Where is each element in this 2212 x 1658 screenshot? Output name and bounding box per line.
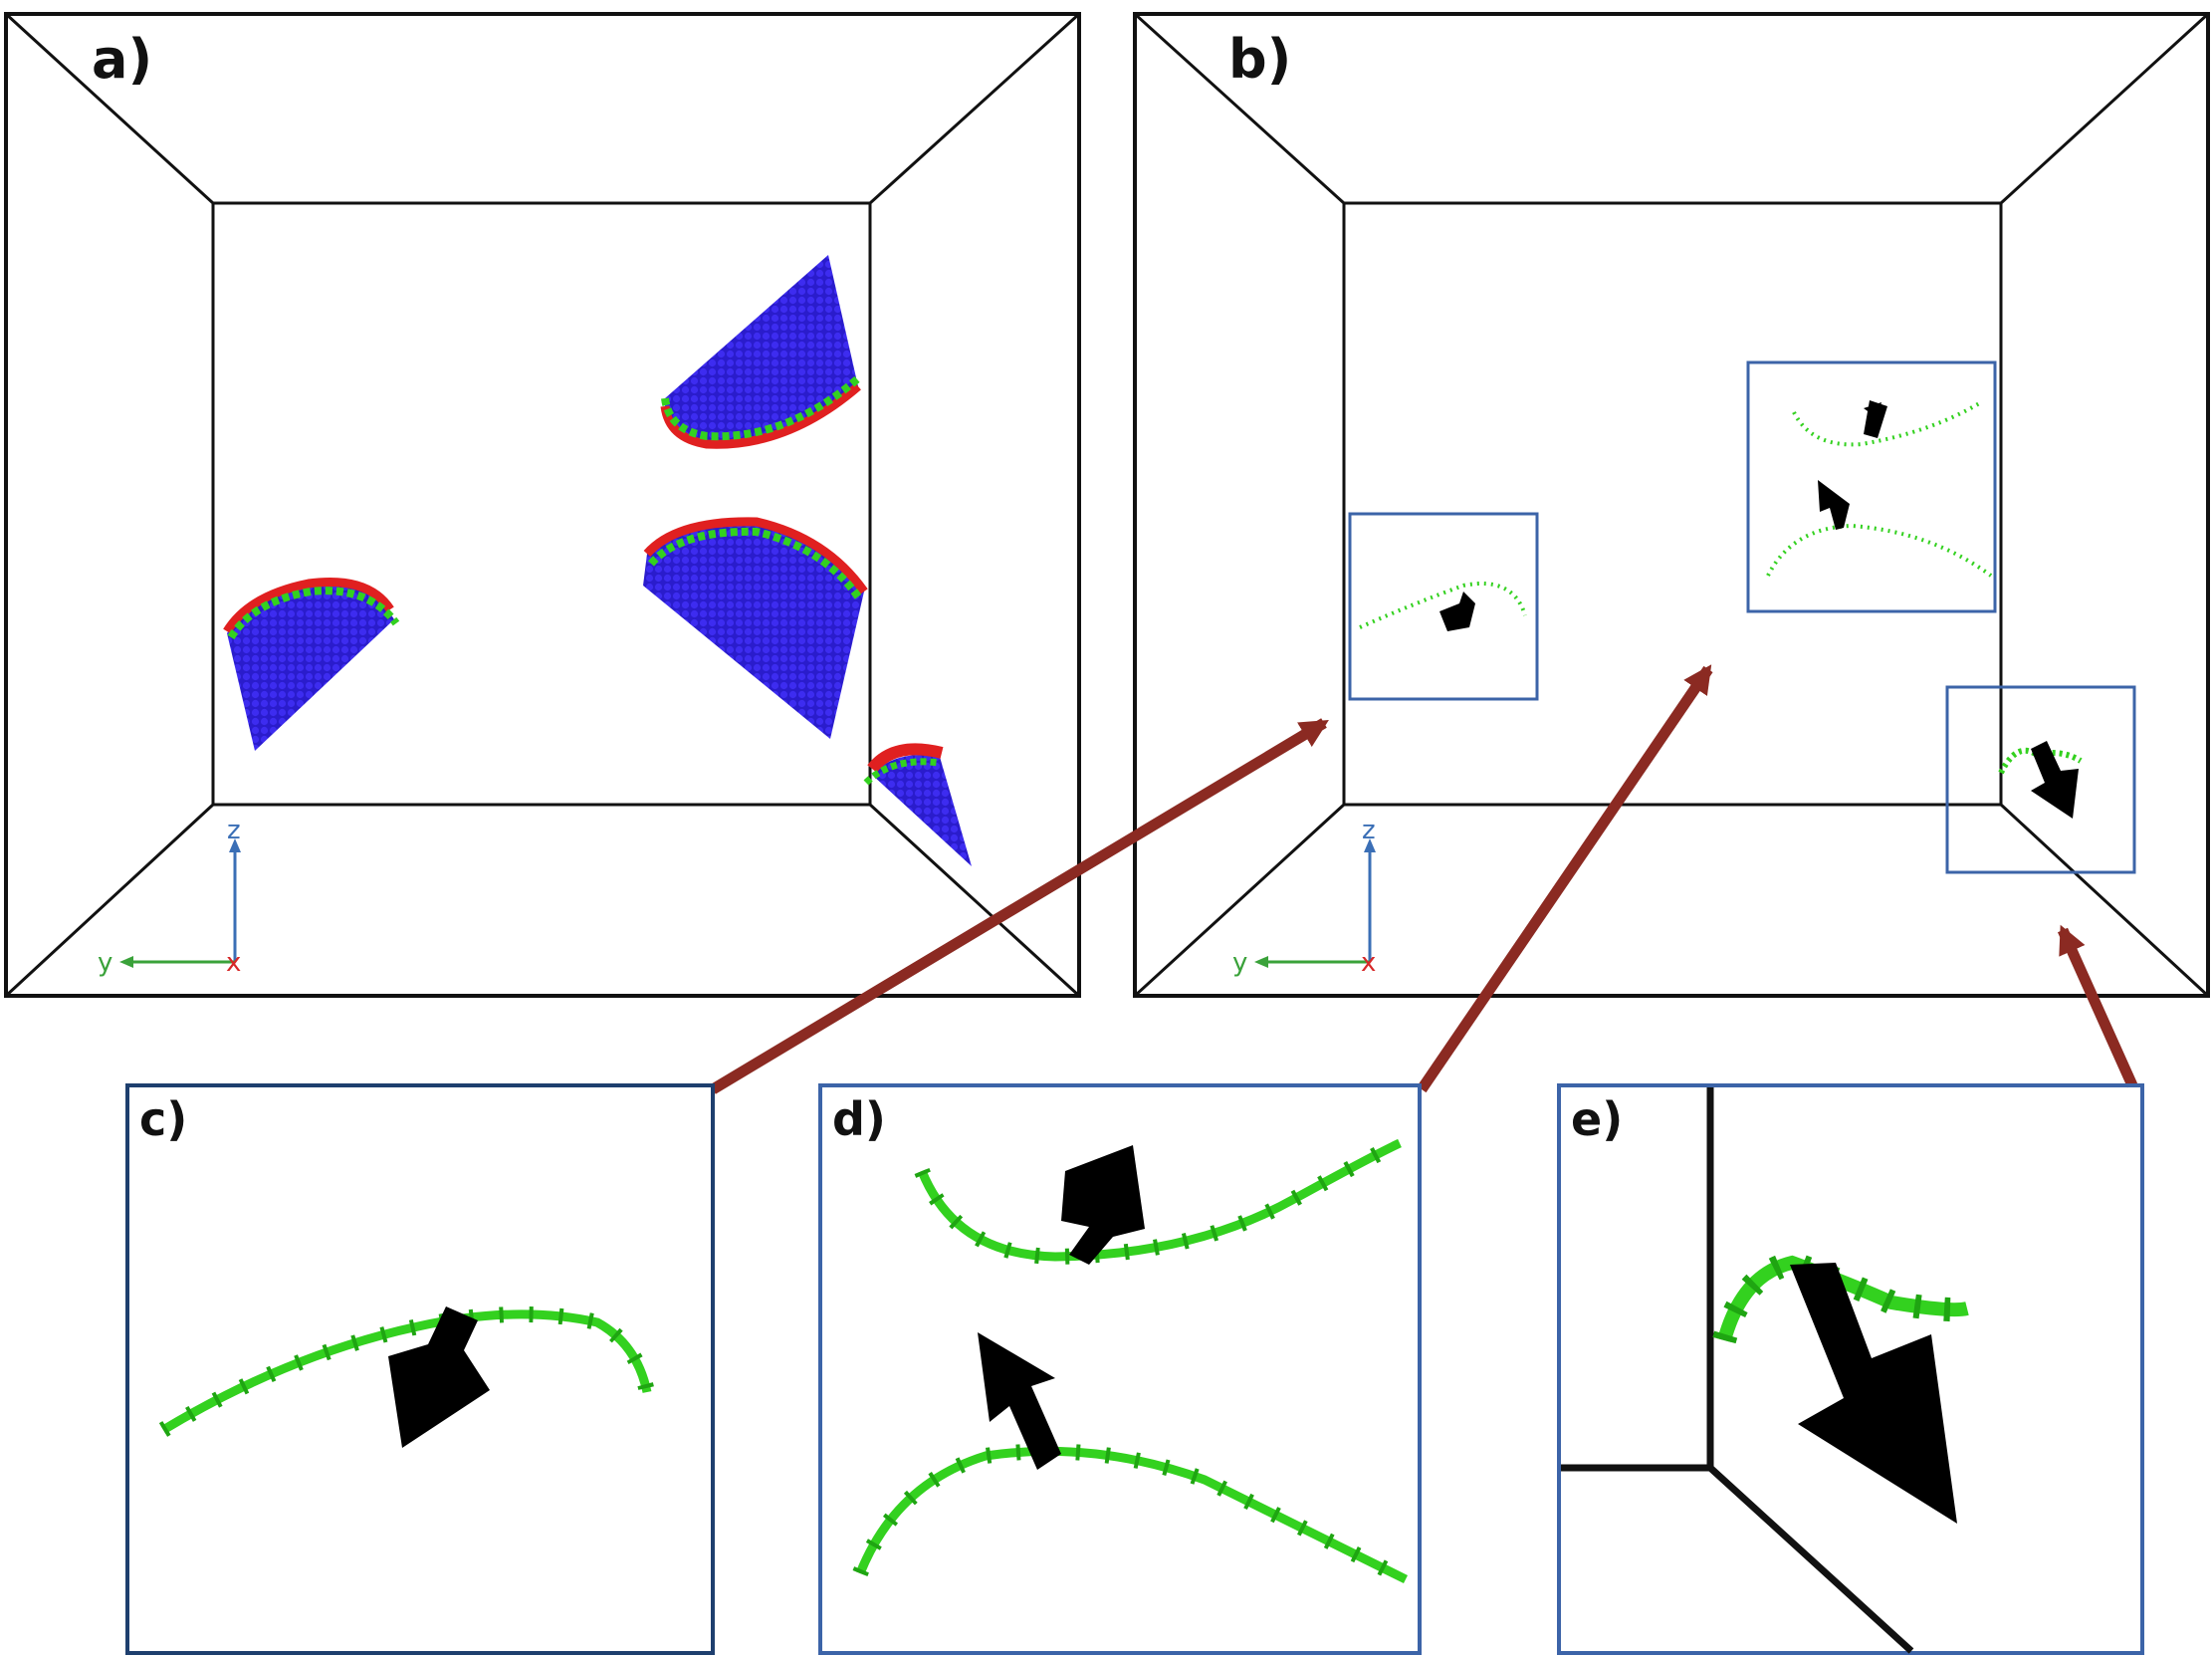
panel-c-frame [125,1083,715,1655]
burgers-arrow-icon-d1 [1061,1145,1145,1265]
dislocation-line-d2 [855,1446,1409,1584]
burgers-arrow-icon-e-small [2031,741,2079,819]
axis-z-label-b: z [1362,816,1376,845]
panel-b-label: b) [1228,28,1291,91]
burgers-arrow-icon-d2 [978,1332,1061,1470]
axis-triad-b: z y x [1232,816,1376,978]
grain-left [223,577,400,751]
dislocation-line-e-small [1998,747,2083,775]
connector-arrows [710,664,2138,1094]
panel-e-frame [1557,1083,2144,1655]
panel-c: c) [125,1083,715,1655]
panel-a-perspective-lines [4,12,1081,998]
axis-z-label: z [227,816,241,845]
panel-e-label: e) [1571,1092,1623,1146]
axis-x-label: x [226,948,241,978]
dislocation-line-d2-small [1766,523,1993,578]
panel-b: b) z y x [1133,12,2210,998]
connector-d [1417,664,1713,1093]
grain-top-right [660,255,861,449]
dislocation-line-c-small [1359,582,1527,629]
burgers-arrow-icon-d2-small [1818,480,1850,530]
zoom-box-d [1746,360,1997,613]
connector-c [710,718,1329,1094]
panel-e-box-edges [1561,1087,1914,1654]
panel-d: d) [818,1083,1422,1655]
burgers-arrow-icon-c-small [1439,592,1475,631]
panel-b-perspective-lines [1133,12,2210,998]
panel-a-inner-frame [211,201,872,807]
burgers-arrow-icon-d1-small [1864,400,1887,438]
panel-a-outer-frame [4,12,1081,998]
axis-triad-a: z y x [98,816,241,978]
connector-e [2057,924,2138,1088]
grain-center [643,517,868,739]
zoom-box-c [1348,512,1539,701]
panel-b-inner-frame [1342,201,2003,807]
axis-y-label: y [98,948,112,978]
panel-e: e) [1557,1083,2144,1655]
panel-d-frame [818,1083,1422,1655]
burgers-arrow-icon-c [388,1306,490,1448]
dislocation-line-d1 [917,1138,1402,1262]
panel-a-label: a) [92,28,152,91]
dislocation-nodes-d2 [852,1443,1410,1587]
grain-bottom-right [863,743,972,866]
panel-a: a) z [4,12,1081,998]
panel-c-label: c) [139,1092,187,1146]
axis-x-label-b: x [1361,948,1376,978]
panel-b-outer-frame [1133,12,2210,998]
axis-y-label-b: y [1232,948,1247,978]
zoom-box-e [1945,685,2136,874]
panel-d-label: d) [832,1092,886,1146]
dislocation-nodes-d1 [914,1135,1404,1266]
burgers-arrow-icon-e [1790,1263,1957,1524]
dislocation-line-d1-small [1792,400,1983,447]
